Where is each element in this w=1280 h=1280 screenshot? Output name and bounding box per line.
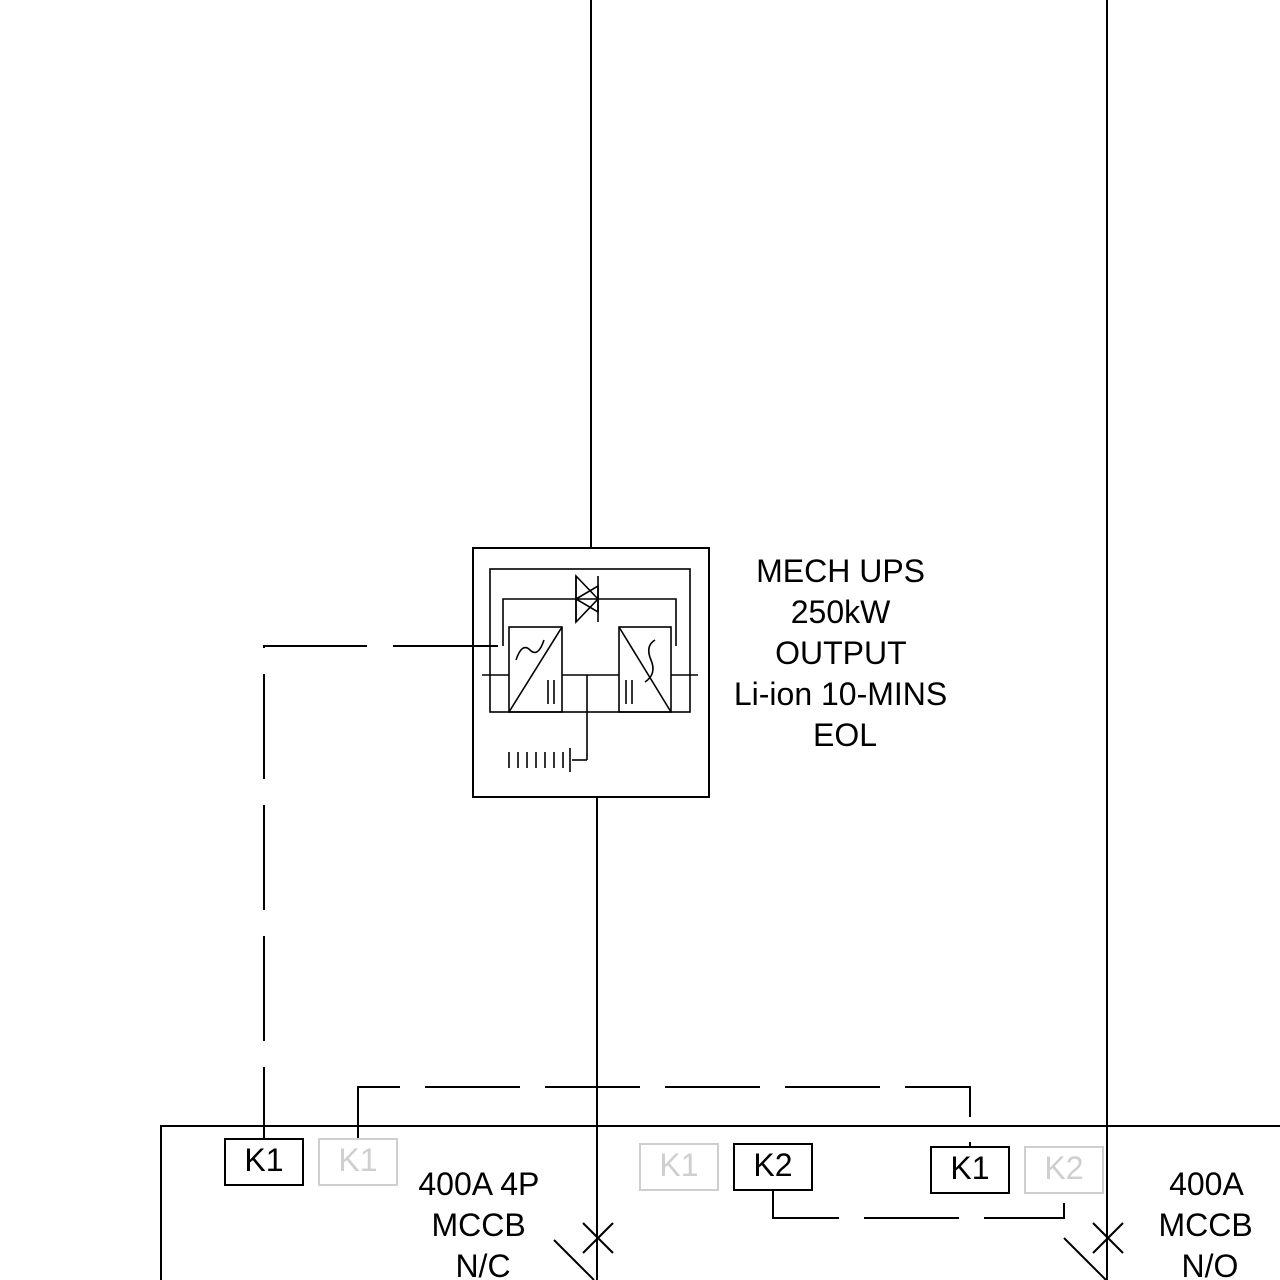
control-link-ups-to-k1: [263, 645, 498, 1140]
ups-label: MECH UPS 250kW OUTPUT Li-ion 10-MINS EOL: [734, 553, 956, 753]
contact-k1-inactive[interactable]: K1: [639, 1143, 719, 1191]
contact-label: K2: [1044, 1150, 1083, 1186]
interlock-link-k2: [772, 1189, 1065, 1219]
contact-k2-inactive[interactable]: K2: [1024, 1146, 1104, 1194]
contact-label: K1: [244, 1142, 283, 1178]
breaker-label-line: N/C: [455, 1248, 510, 1280]
ups-label-line: 250kW: [791, 594, 891, 630]
contact-k1[interactable]: K1: [224, 1138, 304, 1186]
ups-label-line: MECH UPS: [756, 553, 925, 589]
battery-icon: [508, 748, 571, 772]
contact-label: K1: [950, 1150, 989, 1186]
switchboard-enclosure: [160, 1125, 1280, 1280]
ups-label-line: EOL: [813, 717, 877, 753]
breaker-label-line: MCCB: [431, 1207, 525, 1243]
breaker-label-line: 400A: [1169, 1166, 1244, 1202]
inverter-icon: [618, 626, 672, 713]
interlock-link-k1: [357, 1086, 971, 1149]
breaker-label-line: MCCB: [1158, 1207, 1252, 1243]
breaker-symbol-right[interactable]: [1063, 1222, 1124, 1280]
contact-k1-inactive[interactable]: K1: [318, 1138, 398, 1186]
breaker-label-right: 400A MCCB N/O: [1158, 1166, 1261, 1280]
breaker-symbol-left[interactable]: [553, 1222, 614, 1280]
contact-label: K2: [753, 1147, 792, 1183]
ups-label-line: Li-ion 10-MINS: [734, 676, 947, 712]
contact-k2[interactable]: K2: [733, 1143, 813, 1191]
breaker-label-left: 400A 4P MCCB N/C: [418, 1166, 547, 1280]
contact-label: K1: [338, 1142, 377, 1178]
breaker-label-line: N/O: [1182, 1248, 1239, 1280]
static-bypass-thyristor-icon: [574, 574, 600, 624]
breaker-label-line: 400A 4P: [418, 1166, 538, 1202]
ups-symbol: [472, 547, 710, 798]
rectifier-icon: [508, 626, 563, 713]
contact-label: K1: [659, 1147, 698, 1183]
contact-k1[interactable]: K1: [930, 1146, 1010, 1194]
ups-label-line: OUTPUT: [775, 635, 906, 671]
